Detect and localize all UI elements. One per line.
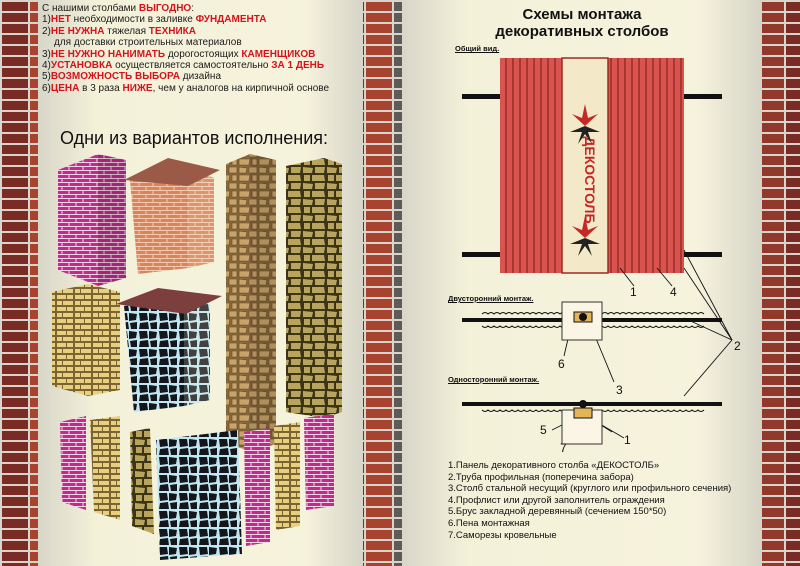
benefit-accent: НЕ НУЖНО НАНИМАТЬ [50, 48, 166, 60]
benefit-accent-2: ТЕХНИКА [148, 25, 196, 37]
options-title: Одни из вариантов исполнения: [60, 128, 329, 148]
benefit-item: 1)НЕТ необходимости в заливке ФУНДАМЕНТА [42, 14, 362, 25]
benefit-number: 3) [42, 48, 51, 60]
benefit-accent: ВОЗМОЖНОСТЬ ВЫБОРА [50, 71, 180, 83]
benefit-tail: , чем у аналогов на кирпичной основе [152, 82, 330, 94]
legend-item: 6.Пена монтажная [448, 517, 530, 529]
benefit-text: в 3 раза [79, 82, 123, 94]
benefit-accent: ЦЕНА [50, 82, 80, 94]
benefit-item: 3)НЕ НУЖНО НАНИМАТЬ дорогостоящих КАМЕНЩ… [42, 49, 362, 60]
benefit-number: 1) [42, 14, 51, 26]
callout-7: 7 [560, 441, 567, 455]
callout-leaders [551, 249, 733, 439]
pillar-corner-composition [60, 414, 334, 560]
benefit-text: осуществляется самостоятельно [112, 60, 272, 72]
benefits-intro: С нашими столбами ВЫГОДНО: [42, 3, 362, 14]
benefit-accent: НЕ НУЖНА [50, 25, 105, 37]
brand-text: ДЕКОСТОЛБ [582, 136, 598, 223]
benefit-number: 5) [42, 71, 51, 83]
schema-title-line1: Схемы монтажа [522, 6, 642, 23]
benefit-number: 4) [42, 60, 51, 72]
pillar-pink-brick [58, 154, 126, 286]
benefit-accent-2: ЗА 1 ДЕНЬ [271, 60, 325, 72]
benefit-accent-2: ФУНДАМЕНТА [195, 14, 267, 26]
benefit-item: для доставки строительных материалов [42, 37, 362, 48]
legend-list: 1.Панель декоративного столба «ДЕКОСТОЛБ… [448, 460, 758, 541]
benefits-list: С нашими столбами ВЫГОДНО: 1)НЕТ необход… [42, 3, 362, 94]
schema-title-line2: декоративных столбов [495, 23, 669, 40]
benefit-number: 6) [42, 82, 51, 94]
right-panel: Схемы монтажа декоративных столбов Общий… [402, 0, 762, 566]
legend-item: 5.Брус закладной деревянный (сечением 15… [448, 506, 667, 518]
callout-1-bottom: 1 [624, 433, 631, 447]
left-panel: С нашими столбами ВЫГОДНО: 1)НЕТ необход… [38, 0, 363, 566]
benefit-text: дорогостоящих [165, 48, 242, 60]
callout-6: 6 [558, 357, 565, 371]
label-double-mount: Двусторонний монтаж. [448, 294, 534, 303]
pillar-tall-olive-stone [286, 158, 342, 418]
benefit-number: 2) [42, 25, 51, 37]
benefits-intro-text: С нашими столбами [42, 3, 139, 14]
benefit-text: для доставки строительных материалов [54, 37, 242, 49]
callout-numbers: 1 4 2 6 3 5 7 1 [540, 285, 741, 455]
benefit-item: 2)НЕ НУЖНА тяжелая ТЕХНИКА [42, 26, 362, 37]
general-view-diagram: ДЕКОСТОЛБ [462, 57, 722, 274]
benefit-text: дизайна [179, 71, 221, 83]
pillar-orange-brick [124, 158, 220, 274]
legend-item: 2.Труба профильная (поперечина забора) [448, 471, 634, 483]
benefit-text: тяжелая [104, 25, 149, 37]
pillar-yellow-stone [52, 284, 120, 396]
benefit-accent-2: КАМЕНЩИКОВ [241, 48, 316, 60]
benefit-item: 5)ВОЗМОЖНОСТЬ ВЫБОРА дизайна [42, 71, 362, 82]
callout-3: 3 [616, 383, 623, 397]
pillar-tall-beige-stone [226, 154, 276, 452]
pillar-variants-photo [52, 154, 342, 560]
legend-item: 3.Столб стальной несущий (круглого или п… [448, 483, 732, 495]
brand-logo-icon [570, 104, 600, 256]
legend-item: 4.Профлист или другой заполнитель огражд… [448, 494, 665, 506]
double-mount-diagram [462, 301, 722, 341]
brand-band [561, 57, 609, 274]
single-mount-diagram [462, 400, 722, 445]
callout-2: 2 [734, 339, 741, 353]
legend-item: 1.Панель декоративного столба «ДЕКОСТОЛБ… [448, 460, 660, 471]
label-single-mount: Односторонний монтаж. [448, 375, 540, 384]
benefit-item: 4)УСТАНОВКА осуществляется самостоятельн… [42, 60, 362, 71]
label-general-view: Общий вид. [455, 44, 500, 53]
mounting-diagram: ДЕКОСТОЛБ [462, 57, 741, 455]
benefit-text: необходимости в заливке [70, 14, 196, 26]
benefits-intro-tail: : [191, 3, 194, 14]
benefit-accent: УСТАНОВКА [50, 60, 113, 72]
callout-4: 4 [670, 285, 677, 299]
callout-5: 5 [540, 423, 547, 437]
schema-title: Схемы монтажа декоративных столбов [402, 6, 762, 40]
benefit-item: 6)ЦЕНА в 3 раза НИЖЕ, чем у аналогов на … [42, 83, 362, 94]
pillar-dark-stone [116, 288, 222, 412]
benefit-accent: НЕТ [50, 14, 71, 26]
legend-item: 7.Саморезы кровельные [448, 529, 557, 541]
benefits-intro-accent: ВЫГОДНО [138, 3, 192, 14]
callout-1-top: 1 [630, 285, 637, 299]
benefit-accent-2: НИЖЕ [122, 82, 153, 94]
